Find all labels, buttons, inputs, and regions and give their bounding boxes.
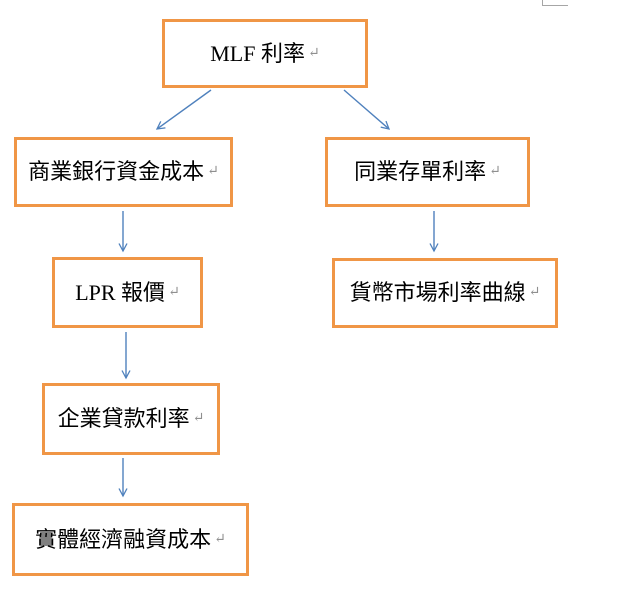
node-ncd-rate: 同業存單利率 ↵: [325, 137, 530, 207]
node-ncd-rate-label: 同業存單利率: [354, 159, 487, 184]
node-lpr: LPR 報價 ↵: [52, 257, 203, 328]
node-bank-cost-label: 商業銀行資金成本: [28, 159, 205, 184]
node-bank-cost: 商業銀行資金成本 ↵: [14, 137, 233, 207]
node-money-curve-label: 貨幣市場利率曲線: [349, 280, 526, 305]
edge-mlf-to-ncd-rate: [343, 89, 391, 130]
node-loan-rate: 企業貸款利率 ↵: [42, 383, 220, 455]
node-economy-cost: 實體經濟融資成本 ↵: [12, 503, 249, 576]
paragraph-mark-icon: ↵: [168, 284, 180, 300]
page-boundary-corner-mark: [542, 0, 568, 6]
node-loan-rate-label: 企業貸款利率: [57, 406, 190, 431]
paragraph-mark-icon: ↵: [528, 285, 541, 300]
node-money-curve: 貨幣市場利率曲線 ↵: [332, 258, 558, 328]
paragraph-mark-icon: ↵: [489, 164, 501, 179]
paragraph-mark-icon: ↵: [192, 411, 205, 426]
edge-mlf-to-bank-cost: [155, 89, 212, 130]
paragraph-mark-icon: ↵: [308, 45, 320, 61]
paragraph-mark-icon: ↵: [214, 531, 226, 547]
paragraph-mark-icon: ↵: [207, 164, 219, 179]
node-economy-cost-label: 實體經濟融資成本: [35, 526, 212, 552]
node-mlf: MLF 利率 ↵: [162, 19, 368, 88]
node-mlf-label: MLF 利率: [210, 40, 305, 66]
node-lpr-label: LPR 報價: [75, 279, 166, 305]
